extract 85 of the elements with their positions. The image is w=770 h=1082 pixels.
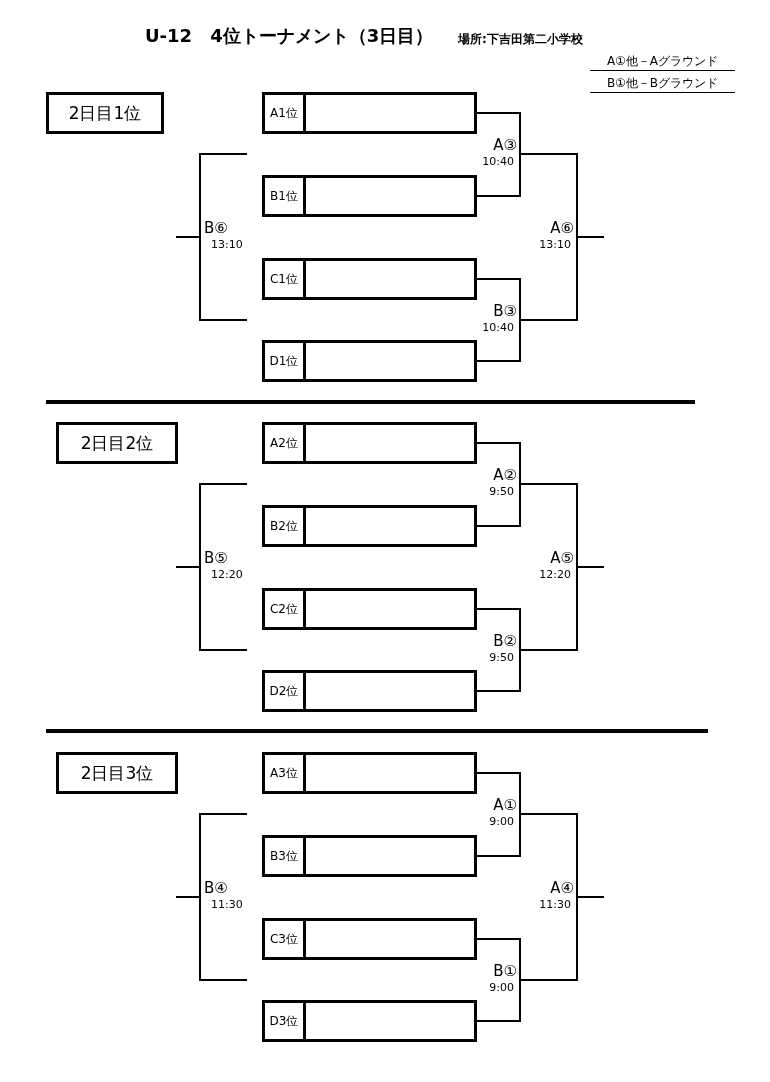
bracket-line [519, 896, 578, 981]
bracket-line [476, 319, 521, 362]
team-label: B3位 [265, 838, 306, 874]
kickoff-time: 10:40 [481, 320, 515, 335]
match-number: A③ [492, 136, 517, 154]
bracket-line [576, 566, 605, 568]
kickoff-time: 12:20 [210, 567, 244, 582]
kickoff-time: 10:40 [481, 154, 515, 169]
bracket-line [519, 813, 578, 898]
team-label: C3位 [265, 921, 306, 957]
team-entry-box [262, 258, 477, 300]
bracket-line [476, 608, 521, 651]
team-label: D1位 [265, 343, 306, 379]
match-number: B⑥ [204, 219, 229, 237]
team-label: D3位 [265, 1003, 306, 1039]
bracket-line [519, 483, 578, 568]
section-heading: 2日目2位 [56, 422, 178, 464]
bracket-line [199, 813, 248, 898]
bracket-line [519, 566, 578, 651]
title: U-12 4位トーナメント（3日目） [145, 24, 434, 48]
bracket-line [199, 566, 248, 651]
bracket-line [199, 153, 248, 238]
team-entry-box [262, 670, 477, 712]
team-entry-box [262, 505, 477, 547]
team-entry-box [262, 340, 477, 382]
section-heading: 2日目1位 [46, 92, 164, 134]
bracket-line [519, 153, 578, 238]
bracket-line [199, 483, 248, 568]
kickoff-time: 12:20 [538, 567, 572, 582]
kickoff-time: 9:50 [488, 484, 515, 499]
bracket-line [199, 896, 248, 981]
bracket-line [476, 442, 521, 485]
bracket-line [476, 483, 521, 527]
team-entry-box [262, 588, 477, 630]
bracket-line [476, 649, 521, 692]
match-number: A④ [549, 879, 574, 897]
bracket-line [476, 772, 521, 815]
bracket-line [175, 566, 201, 568]
team-entry-box [262, 1000, 477, 1042]
team-label: C1位 [265, 261, 306, 297]
bracket-line [476, 153, 521, 197]
match-number: B④ [204, 879, 229, 897]
match-number: B① [492, 962, 517, 980]
bracket-line [476, 813, 521, 857]
team-entry-box [262, 752, 477, 794]
ground-note: B①他－Bグラウンド [590, 74, 735, 93]
team-entry-box [262, 835, 477, 877]
venue-note: 場所:下吉田第二小学校 [458, 31, 583, 47]
match-number: A⑤ [549, 549, 574, 567]
team-label: B1位 [265, 178, 306, 214]
match-number: B⑤ [204, 549, 229, 567]
bracket-line [476, 112, 521, 155]
kickoff-time: 9:50 [488, 650, 515, 665]
kickoff-time: 13:10 [538, 237, 572, 252]
match-number: A⑥ [549, 219, 574, 237]
team-entry-box [262, 175, 477, 217]
team-entry-box [262, 422, 477, 464]
match-number: B③ [492, 302, 517, 320]
team-label: A2位 [265, 425, 306, 461]
match-number: A① [492, 796, 517, 814]
bracket-line [576, 236, 605, 238]
bracket-line [199, 236, 248, 321]
team-entry-box [262, 92, 477, 134]
team-label: D2位 [265, 673, 306, 709]
bracket-line [476, 938, 521, 981]
match-number: B② [492, 632, 517, 650]
bracket-line [519, 236, 578, 321]
team-entry-box [262, 918, 477, 960]
team-label: A3位 [265, 755, 306, 791]
kickoff-time: 9:00 [488, 814, 515, 829]
ground-note: A①他－Aグラウンド [590, 52, 735, 71]
bracket-line [576, 896, 605, 898]
bracket-line [476, 979, 521, 1022]
team-label: C2位 [265, 591, 306, 627]
bracket-line [476, 278, 521, 321]
bracket-line [175, 236, 201, 238]
match-number: A② [492, 466, 517, 484]
section-heading: 2日目3位 [56, 752, 178, 794]
kickoff-time: 9:00 [488, 980, 515, 995]
bracket-line [175, 896, 201, 898]
kickoff-time: 11:30 [538, 897, 572, 912]
team-label: A1位 [265, 95, 306, 131]
team-label: B2位 [265, 508, 306, 544]
kickoff-time: 13:10 [210, 237, 244, 252]
kickoff-time: 11:30 [210, 897, 244, 912]
